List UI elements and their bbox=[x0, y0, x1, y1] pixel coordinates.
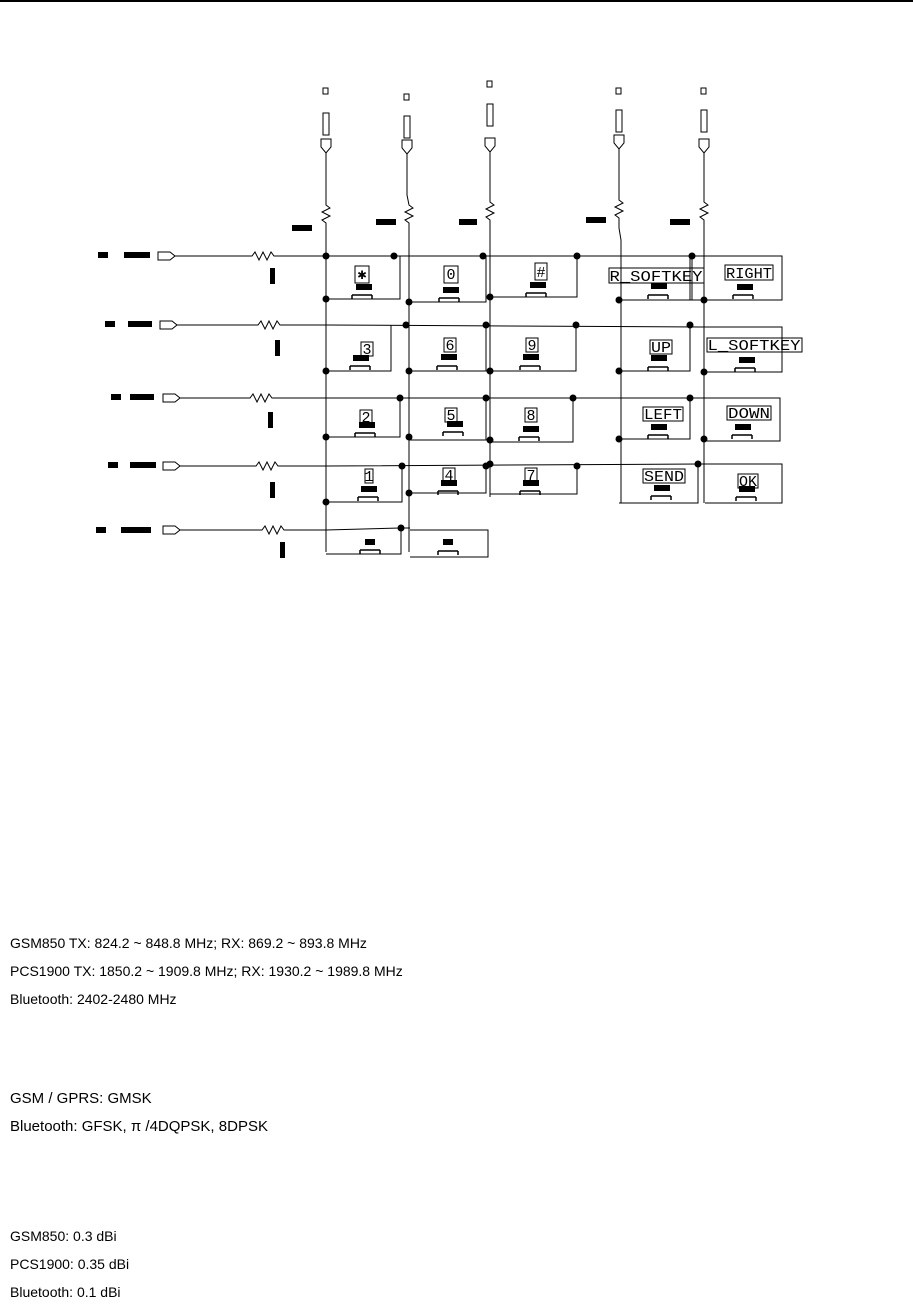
key-down: DOWN bbox=[728, 406, 770, 423]
key-0: 0 bbox=[446, 267, 455, 284]
key-1: 1 bbox=[364, 469, 373, 486]
key-7: 7 bbox=[526, 468, 535, 485]
spec-gsm850-frequency: GSM850 TX: 824.2 ~ 848.8 MHz; RX: 869.2 … bbox=[10, 935, 367, 951]
key-3: 3 bbox=[362, 342, 371, 359]
keypad-schematic: ✱ 0 # R_SOFTKEY RIGHT 3 6 9 UP L_SOFTKEY… bbox=[96, 80, 803, 558]
spec-pcs1900-frequency: PCS1900 TX: 1850.2 ~ 1909.8 MHz; RX: 193… bbox=[10, 963, 403, 979]
key-6: 6 bbox=[445, 338, 454, 355]
key-5: 5 bbox=[446, 408, 455, 425]
key-up: UP bbox=[651, 340, 671, 357]
key-right: RIGHT bbox=[726, 266, 772, 283]
switch-symbols bbox=[349, 292, 757, 555]
key-star: ✱ bbox=[357, 267, 366, 284]
key-labels: ✱ 0 # R_SOFTKEY RIGHT 3 6 9 UP L_SOFTKEY… bbox=[357, 265, 800, 491]
column-wires bbox=[320, 80, 710, 552]
key-8: 8 bbox=[526, 408, 535, 425]
spec-pcs1900-gain: PCS1900: 0.35 dBi bbox=[10, 1256, 130, 1272]
spec-bluetooth-frequency: Bluetooth: 2402-2480 MHz bbox=[10, 991, 177, 1007]
spec-bluetooth-modulation: Bluetooth: GFSK, π /4DQPSK, 8DPSK bbox=[10, 1118, 268, 1135]
key-left: LEFT bbox=[644, 407, 682, 424]
spec-bluetooth-gain: Bluetooth: 0.1 dBi bbox=[10, 1284, 121, 1300]
row-wires bbox=[157, 250, 783, 536]
key-ok: OK bbox=[739, 474, 757, 491]
key-4: 4 bbox=[444, 468, 453, 485]
key-2: 2 bbox=[361, 410, 370, 427]
key-9: 9 bbox=[527, 338, 536, 355]
key-label-boxes bbox=[354, 262, 803, 489]
key-r-softkey: R_SOFTKEY bbox=[610, 269, 703, 286]
key-send: SEND bbox=[644, 469, 684, 486]
junction-dots bbox=[322, 252, 708, 532]
spec-gsm850-gain: GSM850: 0.3 dBi bbox=[10, 1228, 117, 1244]
key-loops bbox=[326, 256, 699, 558]
tag-boxes bbox=[96, 217, 755, 558]
spec-gsm-modulation: GSM / GPRS: GMSK bbox=[10, 1090, 152, 1107]
key-hash: # bbox=[536, 265, 545, 282]
top-rule bbox=[0, 0, 913, 2]
key-l-softkey: L_SOFTKEY bbox=[708, 338, 801, 355]
